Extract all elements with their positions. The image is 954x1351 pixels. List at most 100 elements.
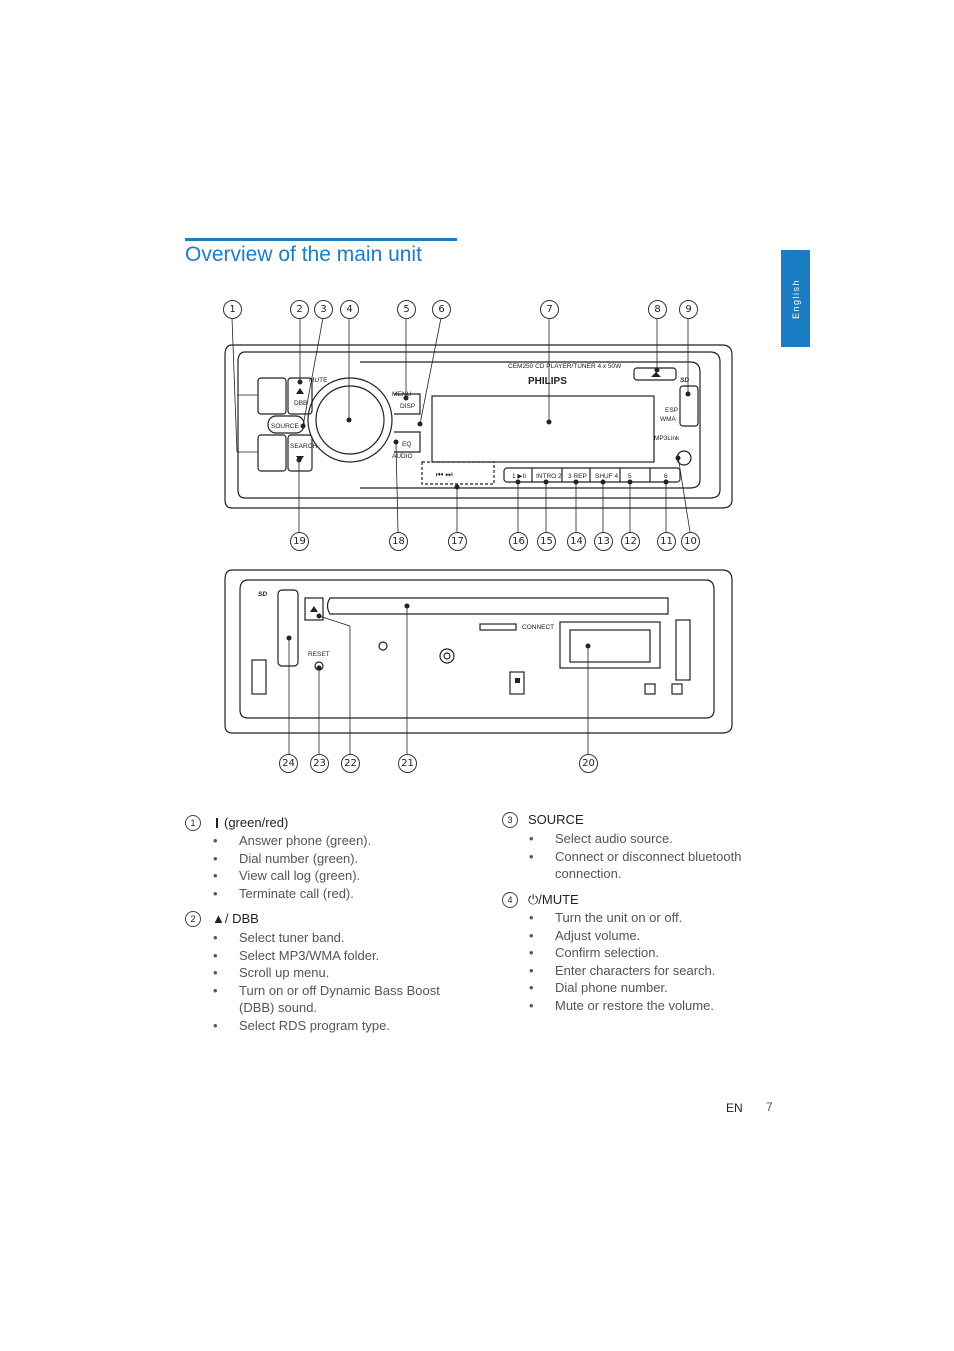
eject-icon-back	[310, 606, 318, 612]
item-2-list: Select tuner band. Select MP3/WMA folder…	[213, 929, 463, 1035]
preset-6-label: 6	[664, 473, 668, 480]
list-item: Dial phone number.	[529, 979, 769, 997]
cd-slot	[326, 597, 669, 615]
model-label: CEM250 CD PLAYER/TUNER 4 x 50W	[508, 363, 622, 370]
callout-14: 14	[567, 532, 586, 551]
item-1-list: Answer phone (green). Dial number (green…	[213, 832, 463, 902]
sd-logo-text-back: SD	[258, 591, 267, 598]
disp-button	[394, 393, 421, 415]
disp-label: DISP	[400, 403, 415, 410]
eq-label: EQ	[402, 441, 411, 448]
list-item: Select RDS program type.	[213, 1017, 463, 1035]
up-arrow-icon	[296, 388, 304, 394]
list-item: Turn on or off Dynamic Bass Boost (DBB) …	[213, 982, 463, 1017]
reset-label: RESET	[308, 651, 330, 658]
list-item: Confirm selection.	[529, 944, 769, 962]
list-item: Connect or disconnect bluetooth connecti…	[529, 848, 769, 883]
down-button	[287, 434, 313, 472]
back-leader-lines	[288, 606, 589, 755]
back-panel-inner	[239, 579, 715, 719]
title-rule	[185, 238, 457, 241]
callout-21: 21	[398, 754, 417, 773]
prev-next-label: ⏮ ⏭	[436, 470, 453, 479]
callout-8: 8	[648, 300, 667, 319]
eject-button-back	[304, 597, 324, 621]
callout-7: 7	[540, 300, 559, 319]
back-panel-outer	[224, 569, 733, 734]
item-1-heading: (green/red)	[212, 815, 288, 830]
list-item: Select tuner band.	[213, 929, 463, 947]
connect-slot	[479, 623, 517, 631]
prev-next-highlight	[421, 461, 495, 485]
callout-5: 5	[397, 300, 416, 319]
callout-22: 22	[341, 754, 360, 773]
preset-strip	[503, 467, 681, 483]
back-panel-diagram: CONNECT RESET SD	[224, 569, 733, 755]
leader-lines	[231, 317, 691, 533]
list-item: Enter characters for search.	[529, 962, 769, 980]
connect-label: CONNECT	[522, 624, 554, 631]
item-1-badge: 1	[185, 815, 201, 831]
callout-24: 24	[279, 754, 298, 773]
page-title: Overview of the main unit	[185, 243, 422, 266]
callout-13: 13	[594, 532, 613, 551]
callout-18: 18	[389, 532, 408, 551]
list-item: View call log (green).	[213, 867, 463, 885]
callout-12: 12	[621, 532, 640, 551]
item-3-badge: 3	[502, 812, 518, 828]
mute-label: MUTE	[309, 377, 328, 384]
call-icon	[216, 818, 218, 828]
callout-4: 4	[340, 300, 359, 319]
display-window	[431, 395, 655, 463]
language-tab: English	[781, 250, 810, 347]
callout-10: 10	[681, 532, 700, 551]
eject-icon	[651, 372, 661, 377]
item-3-heading: SOURCE	[528, 812, 584, 827]
list-item: Adjust volume.	[529, 927, 769, 945]
page-number: 7	[766, 1100, 773, 1114]
callout-19: 19	[290, 532, 309, 551]
front-panel-inner	[237, 351, 721, 499]
callout-6: 6	[432, 300, 451, 319]
menu-label: MENU	[392, 391, 411, 398]
list-item: Answer phone (green).	[213, 832, 463, 850]
wma-label: WMA	[660, 416, 677, 423]
volume-knob	[315, 385, 385, 455]
list-item: Mute or restore the volume.	[529, 997, 769, 1015]
callout-20: 20	[579, 754, 598, 773]
item-2-heading: ▲/ DBB	[212, 911, 259, 926]
volume-knob-ring	[307, 377, 393, 463]
front-panel-diagram: CEM250 CD PLAYER/TUNER 4 x 50W PHILIPS M…	[224, 317, 733, 533]
front-panel-outer	[224, 344, 733, 509]
list-item: Terminate call (red).	[213, 885, 463, 903]
preset-5-label: 5	[628, 473, 632, 480]
list-item: Dial number (green).	[213, 850, 463, 868]
callout-9: 9	[679, 300, 698, 319]
eject-button	[633, 367, 677, 381]
source-label: SOURCE	[271, 423, 299, 430]
callout-23: 23	[310, 754, 329, 773]
sd-card-slot	[277, 589, 299, 667]
list-item: Select MP3/WMA folder.	[213, 947, 463, 965]
audio-label: AUDIO	[392, 453, 413, 460]
usb-slot	[679, 385, 699, 427]
list-item: Select audio source.	[529, 830, 769, 848]
item-4-heading: ⏻/MUTE	[528, 892, 579, 907]
callout-3: 3	[314, 300, 333, 319]
battery-compartment	[559, 621, 661, 669]
list-item: Turn the unit on or off.	[529, 909, 769, 927]
preset-2-label: INTRO 2	[536, 473, 562, 480]
search-label: SEARCH	[290, 443, 317, 450]
preset-1-label: 1 ▶II	[512, 473, 526, 480]
preset-4-label: SHUF 4	[595, 473, 619, 480]
dbb-label: DBB	[294, 400, 307, 407]
item-2-badge: 2	[185, 911, 201, 927]
callout-2: 2	[290, 300, 309, 319]
footer-language: EN	[726, 1101, 743, 1115]
callout-1: 1	[223, 300, 242, 319]
item-4-badge: 4	[502, 892, 518, 908]
sd-logo-text: SD	[680, 377, 689, 384]
callout-15: 15	[537, 532, 556, 551]
item-4-list: Turn the unit on or off. Adjust volume. …	[529, 909, 769, 1015]
item-1-heading-text: (green/red)	[224, 815, 289, 830]
